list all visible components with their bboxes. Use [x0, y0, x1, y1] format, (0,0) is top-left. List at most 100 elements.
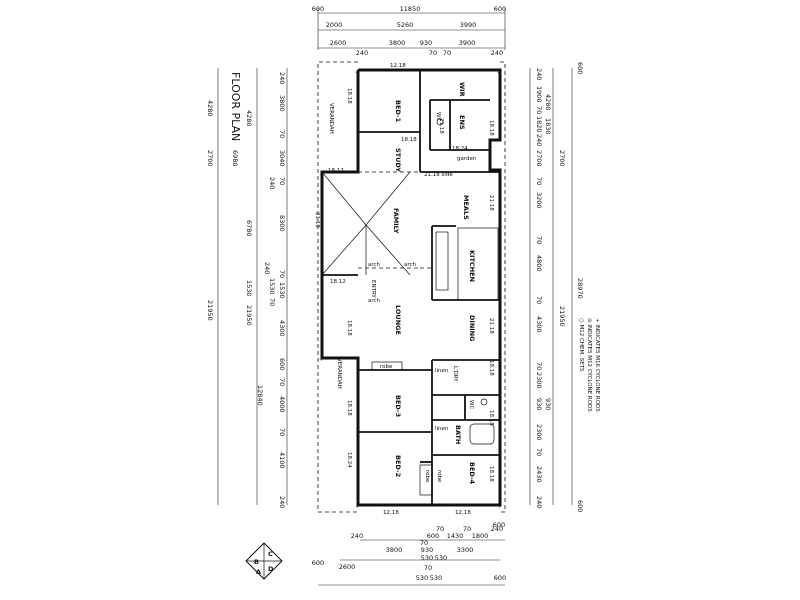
- right-mid-930: 930: [544, 398, 552, 410]
- verandah-bottom-label: VERANDAH: [336, 358, 342, 389]
- left-inner-70-c: 70: [278, 270, 286, 278]
- right-outer-600-bot: 600: [576, 500, 584, 512]
- arch-label-3: arch: [368, 298, 381, 304]
- window-code: 18.24: [452, 146, 468, 152]
- svg-text:+: +: [319, 172, 324, 178]
- top-dim-70-b: 70: [443, 49, 451, 57]
- right-inner-1820: 1820: [535, 116, 543, 133]
- right-mid-4280: 4280: [544, 94, 552, 111]
- room-dining: DINING: [468, 315, 476, 341]
- bottom-dim-70-d: 70: [424, 564, 432, 572]
- legend-chem-sets: ○ M12 CHEM. SETS: [578, 318, 584, 372]
- window-code: 12.18: [390, 63, 406, 69]
- svg-text:+: +: [355, 504, 360, 510]
- bottom-dim-600-left: 600: [312, 559, 324, 567]
- room-bed3: BED-3: [394, 395, 402, 417]
- compass-d: D: [268, 565, 274, 573]
- left-inner-4100: 4100: [278, 452, 286, 469]
- left-outer-21950: 21950: [206, 300, 214, 321]
- room-bed1: BED-1: [394, 100, 402, 123]
- left-outer-6980: 6980: [231, 150, 239, 167]
- right-inner-70-b: 70: [535, 177, 543, 185]
- bottom-dim-530-a: 530: [421, 554, 433, 562]
- left-inner-3800: 3800: [278, 95, 286, 112]
- room-robe-mid: robe: [380, 364, 393, 370]
- top-dim-70-a: 70: [429, 49, 437, 57]
- top-dim-3800: 3800: [389, 39, 406, 47]
- room-robe-bed4: robe: [436, 470, 442, 483]
- top-dim-3900: 3900: [459, 39, 476, 47]
- verandah-outline: [317, 61, 358, 513]
- top-dim-240-right: 240: [491, 49, 503, 57]
- window-code: 18.18: [346, 320, 352, 336]
- left-inner-1530: 1530: [278, 282, 286, 299]
- left-dimensions: FLOOR PLAN 4280 6980 2700 21950 4280 678…: [206, 68, 288, 508]
- room-family: FAMILY: [392, 208, 400, 234]
- right-inner-1900: 1900: [535, 86, 543, 103]
- room-wir: WIR: [458, 82, 466, 97]
- room-wc-top: WC: [435, 112, 441, 121]
- bottom-dimensions: 240 3800 70 930 1430 70 1800 240 600 600…: [312, 521, 506, 586]
- window-codes: 12.18 18.18 18.18 18.12 21.18 side 21.18…: [314, 63, 494, 516]
- right-inner-4300: 4300: [535, 316, 543, 333]
- left-inner-4300: 4300: [278, 320, 286, 337]
- left-inner-3040: 3040: [278, 150, 286, 167]
- top-dim-2600: 2600: [330, 39, 347, 47]
- bottom-dim-930: 930: [421, 546, 433, 554]
- right-outer-600-top: 600: [576, 62, 584, 74]
- right-inner-930: 930: [535, 398, 543, 410]
- window-code: 18.18: [346, 88, 352, 104]
- bottom-dim-530-d: 530: [430, 574, 442, 582]
- right-inner-70-c: 70: [535, 236, 543, 244]
- right-mid-21950: 21950: [558, 306, 566, 327]
- bottom-dim-600-right: 600: [494, 574, 506, 582]
- top-dim-overall: 11850: [400, 5, 421, 13]
- right-inner-2300-b: 2300: [535, 424, 543, 441]
- left-inner-70-a: 70: [278, 130, 286, 138]
- right-inner-2430: 2430: [535, 466, 543, 483]
- svg-text:+: +: [355, 70, 360, 76]
- bottom-dim-2600: 2600: [339, 563, 356, 571]
- compass-a: A: [256, 568, 261, 576]
- left-inner-240-b: 240: [263, 262, 271, 274]
- left-outer-2700: 2700: [206, 150, 214, 167]
- left-mid-21950: 21950: [245, 305, 253, 326]
- right-inner-70-e: 70: [535, 362, 543, 370]
- room-ens: ENS: [458, 115, 466, 130]
- svg-text:+: +: [497, 504, 502, 510]
- left-mid-1530-b: 1530: [268, 278, 276, 295]
- top-dim-600-right: 600: [494, 5, 506, 13]
- room-linen: linen: [435, 368, 449, 374]
- left-inner-12840: 12840: [256, 385, 264, 406]
- right-inner-70-f: 70: [535, 448, 543, 456]
- compass-diamond: C B D A: [245, 542, 283, 580]
- right-inner-70-a: 70: [535, 106, 543, 114]
- left-inner-240-mid: 240: [268, 177, 276, 189]
- right-inner-2300-a: 2300: [535, 372, 543, 389]
- svg-text:+: +: [497, 70, 502, 76]
- top-dim-600-left: 600: [312, 5, 324, 13]
- left-inner-600: 600: [278, 358, 286, 370]
- bottom-dim-70-a: 70: [436, 525, 444, 533]
- right-inner-70-d: 70: [535, 296, 543, 304]
- top-dim-2000: 2000: [326, 21, 343, 29]
- left-inner-70-d: 70: [268, 298, 276, 306]
- room-study: STUDY: [394, 148, 402, 172]
- window-code: 18.12: [330, 279, 346, 285]
- legend-m12-rods: ⊙ INDICATES M12 CYCLONE RODS: [586, 318, 592, 412]
- left-inner-70-b: 70: [278, 177, 286, 185]
- window-code: 21.18: [488, 318, 494, 334]
- room-kitchen: KITCHEN: [468, 250, 476, 282]
- verandah-top-label: VERANDAH: [328, 103, 334, 134]
- bottom-dim-1800: 1800: [472, 532, 489, 540]
- top-dimensions: 600 11850 600 2000 5260 3990 2600 3800 9…: [312, 5, 506, 57]
- window-code: 12.18: [383, 510, 399, 516]
- right-mid-2700: 2700: [558, 150, 566, 167]
- top-dim-3990: 3990: [460, 21, 477, 29]
- right-inner-4800: 4800: [535, 255, 543, 272]
- window-code: 18.24: [346, 452, 352, 468]
- left-outer-4280: 4280: [206, 100, 214, 117]
- left-inner-240-top: 240: [278, 72, 286, 84]
- bottom-dim-70-b: 70: [463, 525, 471, 533]
